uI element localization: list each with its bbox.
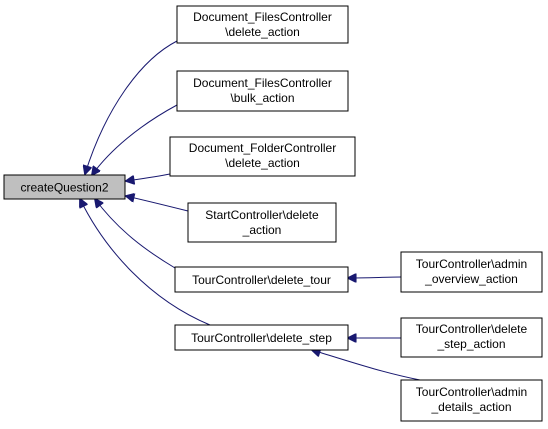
node-tour-delete-tour[interactable]: TourController\delete_tour bbox=[174, 266, 349, 293]
node-label-line1: TourController\admin bbox=[416, 257, 527, 271]
node-folder-delete-action[interactable]: Document_FolderController \delete_action bbox=[169, 136, 356, 177]
edges bbox=[80, 40, 421, 381]
node-tour-admin-overview-action[interactable]: TourController\admin _overview_action bbox=[400, 251, 543, 293]
node-label-line2: \delete_action bbox=[225, 156, 300, 170]
node-files-delete-action[interactable]: Document_FilesController \delete_action bbox=[176, 5, 349, 44]
node-label: TourController\delete_tour bbox=[192, 273, 331, 287]
node-label-line2: _details_action bbox=[430, 400, 511, 414]
node-label-line2: _overview_action bbox=[424, 272, 518, 286]
edge-files-bulk-to-root bbox=[92, 104, 178, 175]
edge-tour-delete-step-to-root bbox=[80, 199, 211, 326]
node-tour-admin-details-action[interactable]: TourController\admin _details_action bbox=[400, 379, 543, 422]
node-label: createQuestion2 bbox=[20, 181, 108, 195]
node-files-bulk-action[interactable]: Document_FilesController \bulk_action bbox=[176, 70, 349, 112]
edge-tour-delete-tour-to-root bbox=[95, 199, 176, 269]
edge-tour-admin-details-to-delete-step bbox=[312, 350, 421, 381]
node-tour-delete-step-action[interactable]: TourController\delete _step_action bbox=[400, 317, 543, 358]
node-create-question2[interactable]: createQuestion2 bbox=[3, 174, 126, 200]
node-label-line1: TourController\delete bbox=[416, 322, 528, 336]
edge-tour-admin-overview-to-delete-tour bbox=[348, 277, 402, 278]
node-start-delete-action[interactable]: StartController\delete _action bbox=[187, 202, 337, 243]
edge-folder-delete-to-root bbox=[126, 173, 171, 181]
node-label-line1: StartController\delete bbox=[205, 208, 319, 222]
node-tour-delete-step[interactable]: TourController\delete_step bbox=[174, 324, 349, 351]
node-label-line2: \bulk_action bbox=[230, 91, 294, 105]
edge-start-delete-to-root bbox=[126, 196, 189, 212]
node-label: TourController\delete_step bbox=[191, 331, 332, 345]
edge-files-delete-to-root bbox=[85, 40, 178, 174]
node-label-line1: Document_FolderController bbox=[189, 141, 336, 155]
node-label-line1: Document_FilesController bbox=[193, 10, 332, 24]
node-label-line2: _action bbox=[242, 223, 282, 237]
node-label-line1: Document_FilesController bbox=[193, 76, 332, 90]
node-label-line2: _step_action bbox=[436, 337, 505, 351]
node-label-line2: \delete_action bbox=[225, 25, 300, 39]
node-label-line1: TourController\admin bbox=[416, 385, 527, 399]
